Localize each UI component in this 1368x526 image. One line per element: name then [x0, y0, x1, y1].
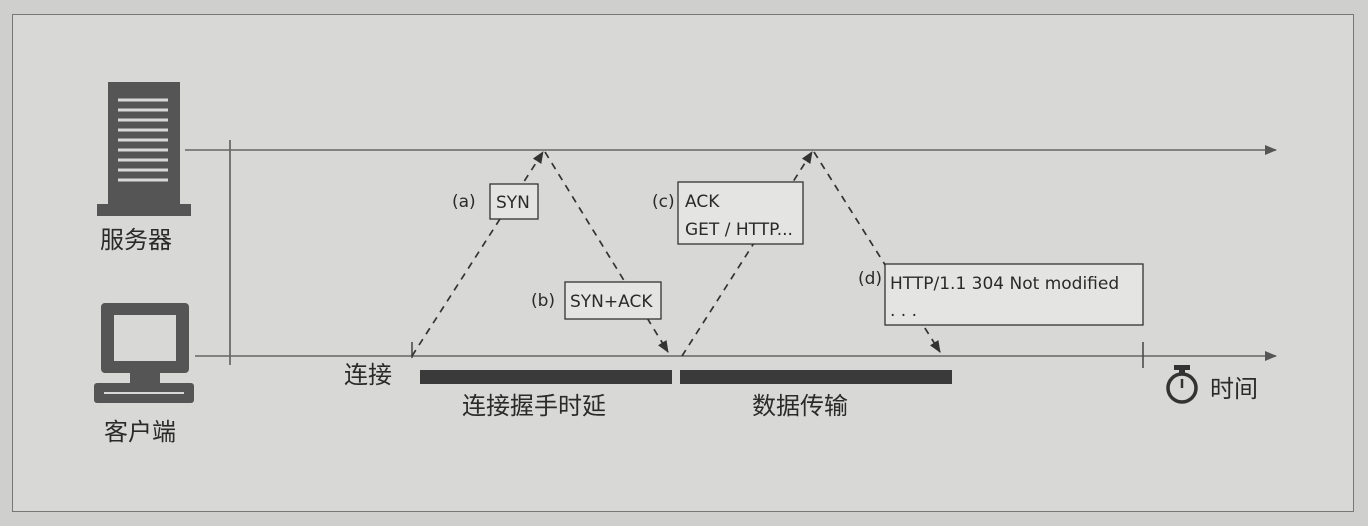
- message-tag-a: (a): [452, 192, 476, 212]
- message-text-a: SYN: [496, 193, 530, 213]
- syn-arrow: [411, 151, 544, 357]
- client-label: 客户端: [104, 418, 176, 446]
- message-box-d: [884, 263, 1144, 326]
- message-text-b: SYN+ACK: [570, 292, 653, 312]
- client-computer-icon: [94, 303, 194, 403]
- handshake-bar: [420, 370, 672, 384]
- server-label: 服务器: [100, 226, 172, 254]
- message-text-d-line1: HTTP/1.1 304 Not modified: [890, 274, 1119, 294]
- message-text-d-line2: . . .: [890, 301, 917, 321]
- message-box-c: [677, 181, 804, 245]
- stopwatch-icon: [1166, 365, 1198, 404]
- transfer-label: 数据传输: [752, 392, 848, 420]
- handshake-label: 连接握手时延: [462, 392, 606, 420]
- server-icon: [97, 82, 191, 216]
- synack-arrow: [544, 151, 669, 353]
- message-text-c-line1: ACK: [685, 192, 720, 212]
- message-text-c-line2: GET / HTTP...: [685, 220, 793, 240]
- transfer-bar: [680, 370, 952, 384]
- message-tag-c: (c): [652, 192, 675, 212]
- connect-label: 连接: [344, 361, 392, 389]
- message-box-b: [564, 281, 662, 320]
- message-box-a: [489, 183, 539, 220]
- message-tag-b: (b): [531, 291, 555, 311]
- time-label: 时间: [1210, 375, 1258, 403]
- diagram-frame: [12, 14, 1354, 512]
- message-tag-d: (d): [858, 269, 882, 289]
